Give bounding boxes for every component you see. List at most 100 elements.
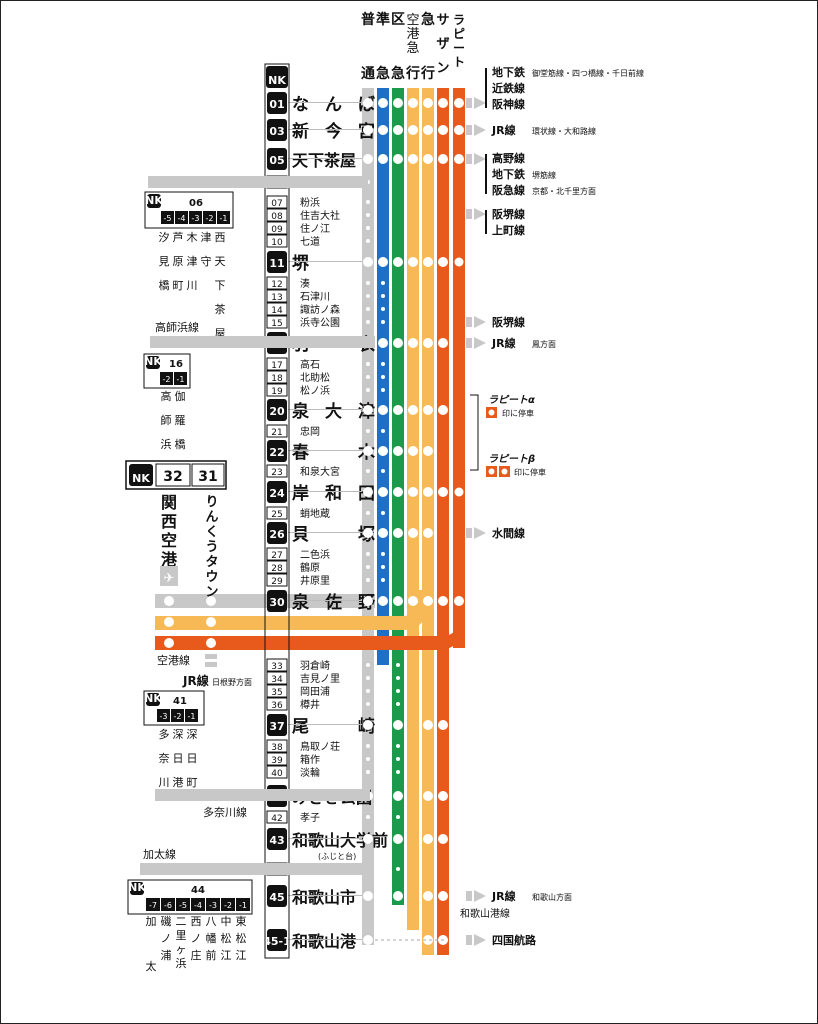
branch-44-subnum-box xyxy=(176,898,190,911)
branch-06-station: 津 xyxy=(187,255,198,268)
airport-jr-label: JR線 xyxy=(182,673,209,688)
transfer-bracket xyxy=(485,154,487,194)
stop-marker xyxy=(408,405,418,415)
stop-marker xyxy=(438,338,448,348)
station-divider xyxy=(288,838,362,839)
service-line-4 xyxy=(422,88,434,955)
station-divider xyxy=(288,450,362,451)
station-num-box xyxy=(266,739,288,753)
airport-num-box xyxy=(155,463,191,487)
branch-44-station: 西 xyxy=(191,915,202,928)
station-name: 新 xyxy=(292,121,309,142)
stop-marker xyxy=(393,528,403,538)
branch-44-subnum-box xyxy=(191,898,205,911)
legend-beta-note: 印に停車 xyxy=(514,467,546,477)
stop-marker xyxy=(393,98,403,108)
stop-marker xyxy=(366,239,370,243)
airport-station-name: 西 xyxy=(161,512,177,531)
stop-marker xyxy=(454,596,464,606)
branch-06-station: 川 xyxy=(187,279,198,292)
branch-41-station: 多 xyxy=(159,727,170,741)
station-num-badge xyxy=(267,828,287,850)
stop-marker xyxy=(366,429,370,433)
stop-marker xyxy=(408,338,418,348)
stop-marker xyxy=(363,154,373,164)
stop-marker xyxy=(378,125,388,135)
station-name: 和泉大宮 xyxy=(300,465,340,478)
branch-41-station: 日 xyxy=(187,752,198,765)
branch-44-subnum: -4 xyxy=(194,901,202,910)
transfer-line-note: 鳳方面 xyxy=(532,339,556,349)
transfer-arrow-head xyxy=(474,337,486,349)
stop-marker xyxy=(366,375,370,379)
station-number: 37 xyxy=(269,720,284,733)
station-number: 38 xyxy=(271,743,283,753)
branch-44-station: 浜 xyxy=(176,957,187,970)
station-number: 35 xyxy=(271,688,282,698)
airplane-icon: ✈ xyxy=(164,571,175,586)
stop-marker xyxy=(423,338,433,348)
stop-marker xyxy=(423,834,433,844)
station-name: 鳥取ノ荘 xyxy=(300,740,340,753)
transfer-line-name: 高野線 xyxy=(492,151,525,165)
stop-marker xyxy=(396,770,400,774)
branch-06-station: 西 xyxy=(215,231,226,244)
station-name: 二色浜 xyxy=(300,548,330,561)
stop-marker xyxy=(366,362,370,366)
transfer-arrow-head xyxy=(474,124,486,136)
transfer-bracket xyxy=(485,210,487,234)
station-name: 和歌山市 xyxy=(292,888,356,907)
branch-44-subnum-box xyxy=(236,898,250,911)
airport-icon-bg xyxy=(160,566,178,586)
stop-marker xyxy=(363,446,373,456)
transfer-arrow xyxy=(466,209,472,219)
station-num-badge xyxy=(267,714,287,736)
airport-branch-code xyxy=(129,464,153,486)
transfer-line-name: 阪堺線 xyxy=(492,207,525,221)
service-header-3: 急 xyxy=(406,41,419,56)
legend-alpha-label: ラピートα xyxy=(488,394,535,406)
service-header-6: ー xyxy=(453,41,465,55)
rinku-stop-local xyxy=(206,596,216,606)
service-header-3-b: 行 xyxy=(405,65,420,82)
branch-41-num: 41 xyxy=(173,696,187,707)
stop-marker xyxy=(381,294,385,298)
branch-41-station: 深 xyxy=(187,728,198,741)
service-header-0: 普 xyxy=(361,11,375,28)
station-name: 井原里 xyxy=(300,574,330,587)
transfer-line-name: 四国航路 xyxy=(492,933,537,947)
stop-marker xyxy=(366,815,370,819)
station-num-box xyxy=(266,424,288,438)
station-number: 39 xyxy=(271,756,283,766)
branch-41-subnum-box xyxy=(157,709,170,722)
station-num-box xyxy=(266,560,288,574)
station-number: 12 xyxy=(271,280,282,290)
stop-marker xyxy=(363,487,373,497)
transfer-arrow xyxy=(466,154,472,164)
transfer-line-name: JR線 xyxy=(491,336,516,350)
transfer-arrow-head xyxy=(474,316,486,328)
branch-44-station: 中 xyxy=(221,915,232,928)
station-name: 和歌山港 xyxy=(292,932,357,951)
stop-marker xyxy=(423,98,433,108)
transfer-arrow-head xyxy=(474,97,486,109)
branch-06-station: 芦 xyxy=(173,231,184,244)
stop-marker xyxy=(366,200,370,204)
rinku-station-name: う xyxy=(205,540,218,555)
station-name: 諏訪ノ森 xyxy=(300,303,340,316)
stop-marker xyxy=(366,307,370,311)
stop-marker xyxy=(423,528,433,538)
stop-marker xyxy=(423,405,433,415)
station-number: 07 xyxy=(271,199,282,209)
transfer-line-name: 上町線 xyxy=(492,223,525,237)
stop-marker xyxy=(423,935,433,945)
service-header-3: 空 xyxy=(406,13,419,28)
branch-06-subnum: -5 xyxy=(164,214,172,223)
branch-06-subnum: -2 xyxy=(206,214,214,223)
branch-44-station: 浦 xyxy=(161,949,172,962)
station-name: 孝子 xyxy=(300,812,320,824)
stop-marker xyxy=(381,388,385,392)
station-num-box xyxy=(266,684,288,698)
stop-marker xyxy=(363,834,373,844)
stop-marker xyxy=(381,307,385,311)
